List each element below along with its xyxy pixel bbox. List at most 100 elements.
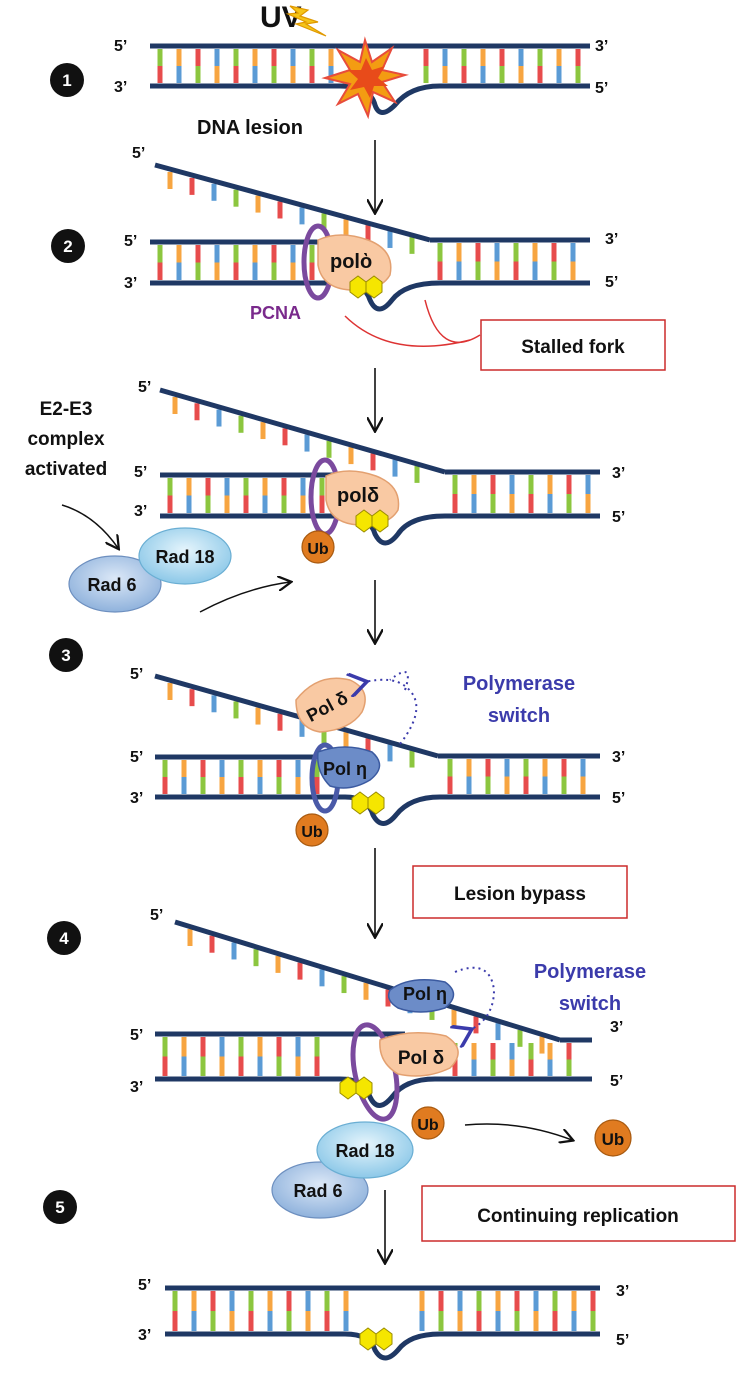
end-label: 5’ [132,145,145,162]
step-2-badge [51,229,85,263]
polymerase-switch-label: Polymerase [534,961,646,983]
end-label: 5’ [130,666,143,683]
end-label: 3’ [605,231,618,248]
end-label: 5’ [610,1073,623,1090]
base-pairs-step-4 [162,929,572,1076]
step-3-section: Pol δ Polymerase switch Pol η Ub 5’ 5’ 3… [49,638,625,847]
switch-arc [389,671,409,691]
pol-delta-label: Pol δ [398,1048,444,1069]
pol-delta-shape [379,1032,459,1077]
ub-shape [411,1106,445,1140]
dna-lesion-label: DNA lesion [197,117,303,139]
ubiquitination-section: polδ Ub E2-E3 complex activated Rad 18 R… [25,379,625,613]
end-label: 3’ [138,1327,151,1344]
end-label: 5’ [138,379,151,396]
lesion-icon [349,275,383,299]
rad18-shape [138,527,232,585]
ub-label: Ub [301,824,323,841]
complex-label: complex [27,429,105,450]
lesion-icon [339,1076,373,1100]
end-label: 5’ [130,749,143,766]
lesion-bypass-box [412,865,628,919]
rad6-shape [68,555,162,613]
base-pairs-step-2 [157,172,576,280]
pol-delta-label: polδ [337,485,379,507]
end-label: 3’ [130,790,143,807]
pol-eta-shape [317,746,381,789]
uv-burst-icon [321,36,409,120]
end-label: 5’ [114,38,127,55]
base-pairs-step-5 [172,1291,596,1331]
template-strand [159,387,446,475]
end-label: 3’ [612,465,625,482]
end-label: 3’ [610,1019,623,1036]
stalled-fork-label: Stalled fork [521,337,625,358]
rad18-label: Rad 18 [335,1141,394,1161]
step-5-badge [43,1190,77,1224]
step-number: 3 [61,646,70,665]
end-label: 5’ [616,1332,629,1349]
stalled-fork-box [480,319,666,371]
pol-eta-label: Pol η [323,759,367,779]
released-ub-label: Ub [602,1130,625,1149]
step-2-section: polὸ PCNA Stalled fork 5’ 5’ 3’ 3’ 5’ 2 [51,145,666,371]
curved-arrow [199,582,290,613]
step-1-section: UV DNA lesion 5’ 3’ 3’ 5’ 1 [50,1,608,139]
pcna-label: PCNA [250,303,301,323]
end-label: 5’ [612,790,625,807]
template-strand-2 [154,162,431,243]
step-3-badge [49,638,83,672]
pointer-line [344,315,471,347]
base-pairs-step-1 [157,49,581,83]
end-label: 3’ [616,1283,629,1300]
end-label: 3’ [130,1079,143,1096]
rad6-shape [271,1161,369,1219]
end-label: 5’ [605,274,618,291]
rad6-label: Rad 6 [87,575,136,595]
base-pairs-ubiquitination [167,397,591,513]
base-pairs-step-3 [162,683,586,794]
step-4-section: Pol η Polymerase switch Pol δ Ub Ub Rad … [47,907,646,1219]
polymerase-switch-label: switch [559,993,621,1015]
rad18-shape [316,1121,414,1179]
step-1-badge [50,63,84,97]
step-5-section: 5 5’ 3’ 3’ 5’ [43,1190,629,1361]
step-number: 4 [59,929,69,948]
step-number: 2 [63,237,72,256]
end-label: 3’ [124,275,137,292]
polymerase-switch-label: Polymerase [463,673,575,695]
end-label: 3’ [595,38,608,55]
ub-label: Ub [417,1117,439,1134]
step-number: 1 [62,71,71,90]
continuing-replication-label: Continuing replication [477,1206,679,1227]
end-label: 5’ [150,907,163,924]
pol-delta-label: polὸ [330,251,372,273]
lesion-icon [359,1327,393,1351]
step-4-badge [47,921,81,955]
lesion-icon [351,791,385,815]
polymerase-switch-label: switch [488,705,550,727]
pointer-line [424,299,481,344]
rad18-label: Rad 18 [155,547,214,567]
lesion-bypass-label: Lesion bypass [454,884,586,905]
end-label: 5’ [138,1277,151,1294]
template-strand-3 [154,673,439,759]
end-label: 3’ [134,503,147,520]
polymerase-switch-arrow [365,680,418,745]
pol-delta-shape [317,234,392,291]
curved-arrow [61,504,118,548]
end-label: 5’ [124,233,137,250]
bottom-strand-4 [155,1076,592,1108]
ub-shape [301,530,335,564]
template-strand-4 [174,919,561,1043]
end-label: 3’ [612,749,625,766]
pol-eta-label: Pol η [403,984,447,1004]
ub-shape [295,813,329,847]
continuing-replication-box [421,1185,736,1242]
rad6-label: Rad 6 [293,1181,342,1201]
curved-arrow [464,1123,572,1140]
released-ub-shape [594,1119,632,1157]
lesion-icon [355,509,389,533]
pol-eta-shape [387,979,455,1013]
